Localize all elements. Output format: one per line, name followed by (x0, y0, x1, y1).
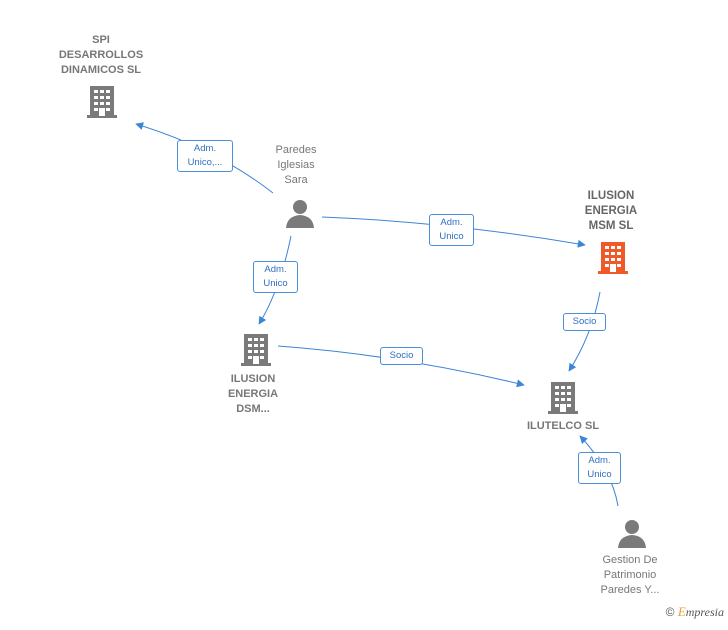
node-label-ilusion-dsm[interactable]: ILUSION ENERGIA DSM... (227, 373, 279, 415)
edge-label-adm-unico: Adm. Unico (429, 214, 474, 246)
copyright-symbol: © (665, 605, 675, 619)
building-icon (87, 86, 117, 118)
node-label-gestion-patrimonio[interactable]: Gestion De Patrimonio Paredes Y... (600, 554, 660, 596)
node-label-ilusion-msm[interactable]: ILUSION ENERGIA MSM SL (584, 190, 638, 232)
building-icon (598, 242, 628, 274)
edge-msm-ilutelco (568, 291, 601, 372)
edge-label-socio: Socio (563, 313, 606, 331)
empresia-watermark: © Empresia (666, 604, 724, 620)
node-label-paredes-iglesias[interactable]: Paredes Iglesias Sara (275, 144, 317, 186)
person-icon (618, 520, 646, 548)
brand-name: mpresia (685, 605, 724, 619)
brand-initial: E (677, 604, 686, 619)
edge-label-socio: Socio (380, 347, 423, 365)
person-icon (286, 200, 314, 228)
edge-label-adm-unico: Adm. Unico,... (177, 140, 233, 172)
edge-label-adm-unico: Adm. Unico (578, 452, 621, 484)
building-icon (241, 334, 271, 366)
node-label-ilutelco[interactable]: ILUTELCO SL (526, 420, 600, 432)
building-icon (548, 382, 578, 414)
edge-label-adm-unico: Adm. Unico (253, 261, 298, 293)
node-label-spi-desarrollos[interactable]: SPI DESARROLLOS DINAMICOS SL (58, 34, 144, 76)
